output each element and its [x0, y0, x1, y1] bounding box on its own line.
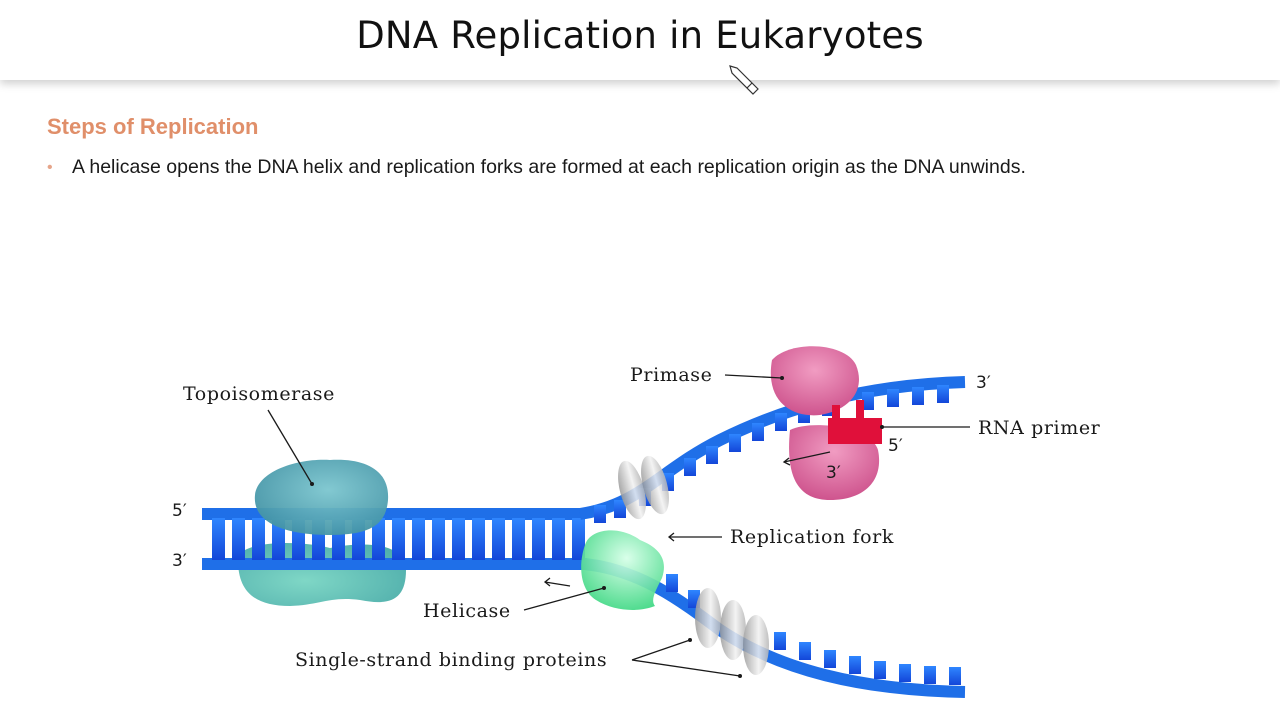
label-helicase: Helicase — [423, 600, 511, 622]
base-rung-lower — [799, 642, 811, 660]
base-rung-upper — [614, 500, 626, 518]
base-rung-lower — [874, 661, 886, 679]
bullet-dot-icon: • — [47, 159, 53, 176]
base-rung-upper — [684, 458, 696, 476]
base-rung-upper — [729, 434, 741, 452]
base-rung-upper — [937, 385, 949, 403]
base-pair-rung — [512, 518, 525, 560]
end-label-primer-3: 3′ — [826, 463, 841, 483]
base-rung-upper — [862, 392, 874, 410]
label-rna-primer: RNA primer — [978, 417, 1101, 439]
bullet-item: • A helicase opens the DNA helix and rep… — [47, 156, 1026, 180]
base-rung-upper — [887, 389, 899, 407]
base-rung-lower — [924, 666, 936, 684]
base-pair-rung — [552, 518, 565, 560]
base-pair-rung — [472, 518, 485, 560]
base-pair-rung — [412, 518, 425, 560]
base-rung-upper — [706, 446, 718, 464]
primase-upper-lobe — [770, 346, 859, 416]
topoisomerase-upper-lobe — [254, 459, 389, 535]
base-pair-rung — [372, 518, 385, 560]
end-label-upper-right: 3′ — [976, 373, 991, 393]
base-pair-rung — [212, 518, 225, 560]
bullet-text: A helicase opens the DNA helix and repli… — [72, 156, 1026, 178]
base-rung-lower — [824, 650, 836, 668]
base-rung-lower — [899, 664, 911, 682]
base-rung-lower — [774, 632, 786, 650]
pen-cursor-icon — [729, 65, 759, 95]
base-rung-upper — [594, 505, 606, 523]
base-pair-rung — [452, 518, 465, 560]
base-pair-rung — [272, 518, 285, 560]
helicase — [581, 530, 664, 610]
ssb-upper — [618, 455, 669, 520]
base-rung-upper — [752, 423, 764, 441]
base-rung-lower — [949, 667, 961, 685]
label-topoisomerase: Topoisomerase — [183, 383, 335, 405]
base-rung-lower — [849, 656, 861, 674]
end-label-left-bottom: 3′ — [172, 551, 187, 571]
base-rung-upper — [775, 413, 787, 431]
section-heading: Steps of Replication — [47, 114, 259, 139]
slide-header: DNA Replication in Eukaryotes — [0, 0, 1280, 80]
base-pair-rung — [392, 518, 405, 560]
base-pair-rung — [532, 518, 545, 560]
label-replication-fork: Replication fork — [730, 526, 894, 548]
base-pair-rung — [232, 518, 245, 560]
label-ssb: Single-strand binding proteins — [295, 649, 607, 671]
label-primase: Primase — [630, 364, 712, 386]
base-pair-rung — [432, 518, 445, 560]
base-rung-upper — [912, 387, 924, 405]
double-stranded-dna — [202, 508, 587, 570]
slide-title: DNA Replication in Eukaryotes — [356, 14, 924, 57]
rna-primer — [828, 418, 882, 444]
ssb-lower — [695, 588, 769, 675]
base-pair-rung — [492, 518, 505, 560]
end-label-left-top: 5′ — [172, 501, 187, 521]
base-pair-rung — [572, 518, 585, 560]
base-pair-rung — [252, 518, 265, 560]
end-label-primer-5: 5′ — [888, 436, 903, 456]
base-rung-lower — [666, 574, 678, 592]
